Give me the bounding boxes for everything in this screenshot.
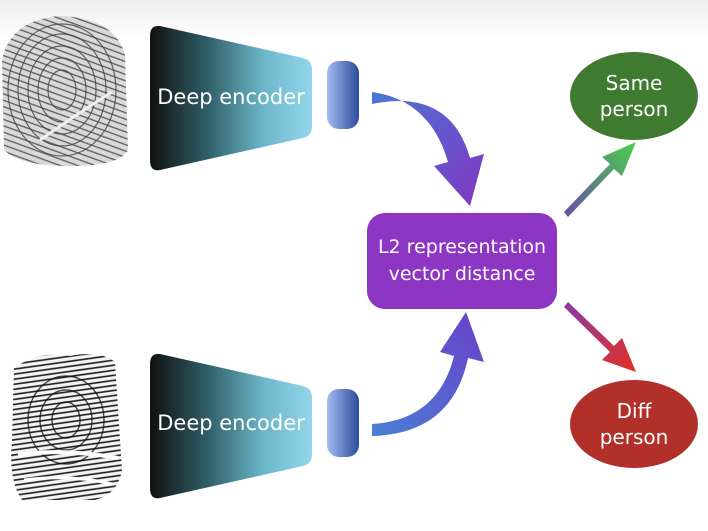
distance-box	[367, 213, 557, 309]
encoder-bottom-shape	[150, 354, 312, 499]
diff-node	[570, 380, 698, 468]
arrow-bottom-to-distance	[372, 312, 484, 436]
arrow-to-diff	[564, 302, 636, 372]
arrow-to-same	[564, 142, 636, 217]
fingerprint-icon	[11, 354, 122, 500]
encoder-top-shape	[150, 26, 312, 171]
embedding-top	[327, 61, 359, 129]
embedding-bottom	[327, 389, 359, 457]
fingerprint-icon	[2, 16, 128, 166]
arrow-top-to-distance	[372, 92, 484, 206]
same-node	[570, 52, 698, 140]
